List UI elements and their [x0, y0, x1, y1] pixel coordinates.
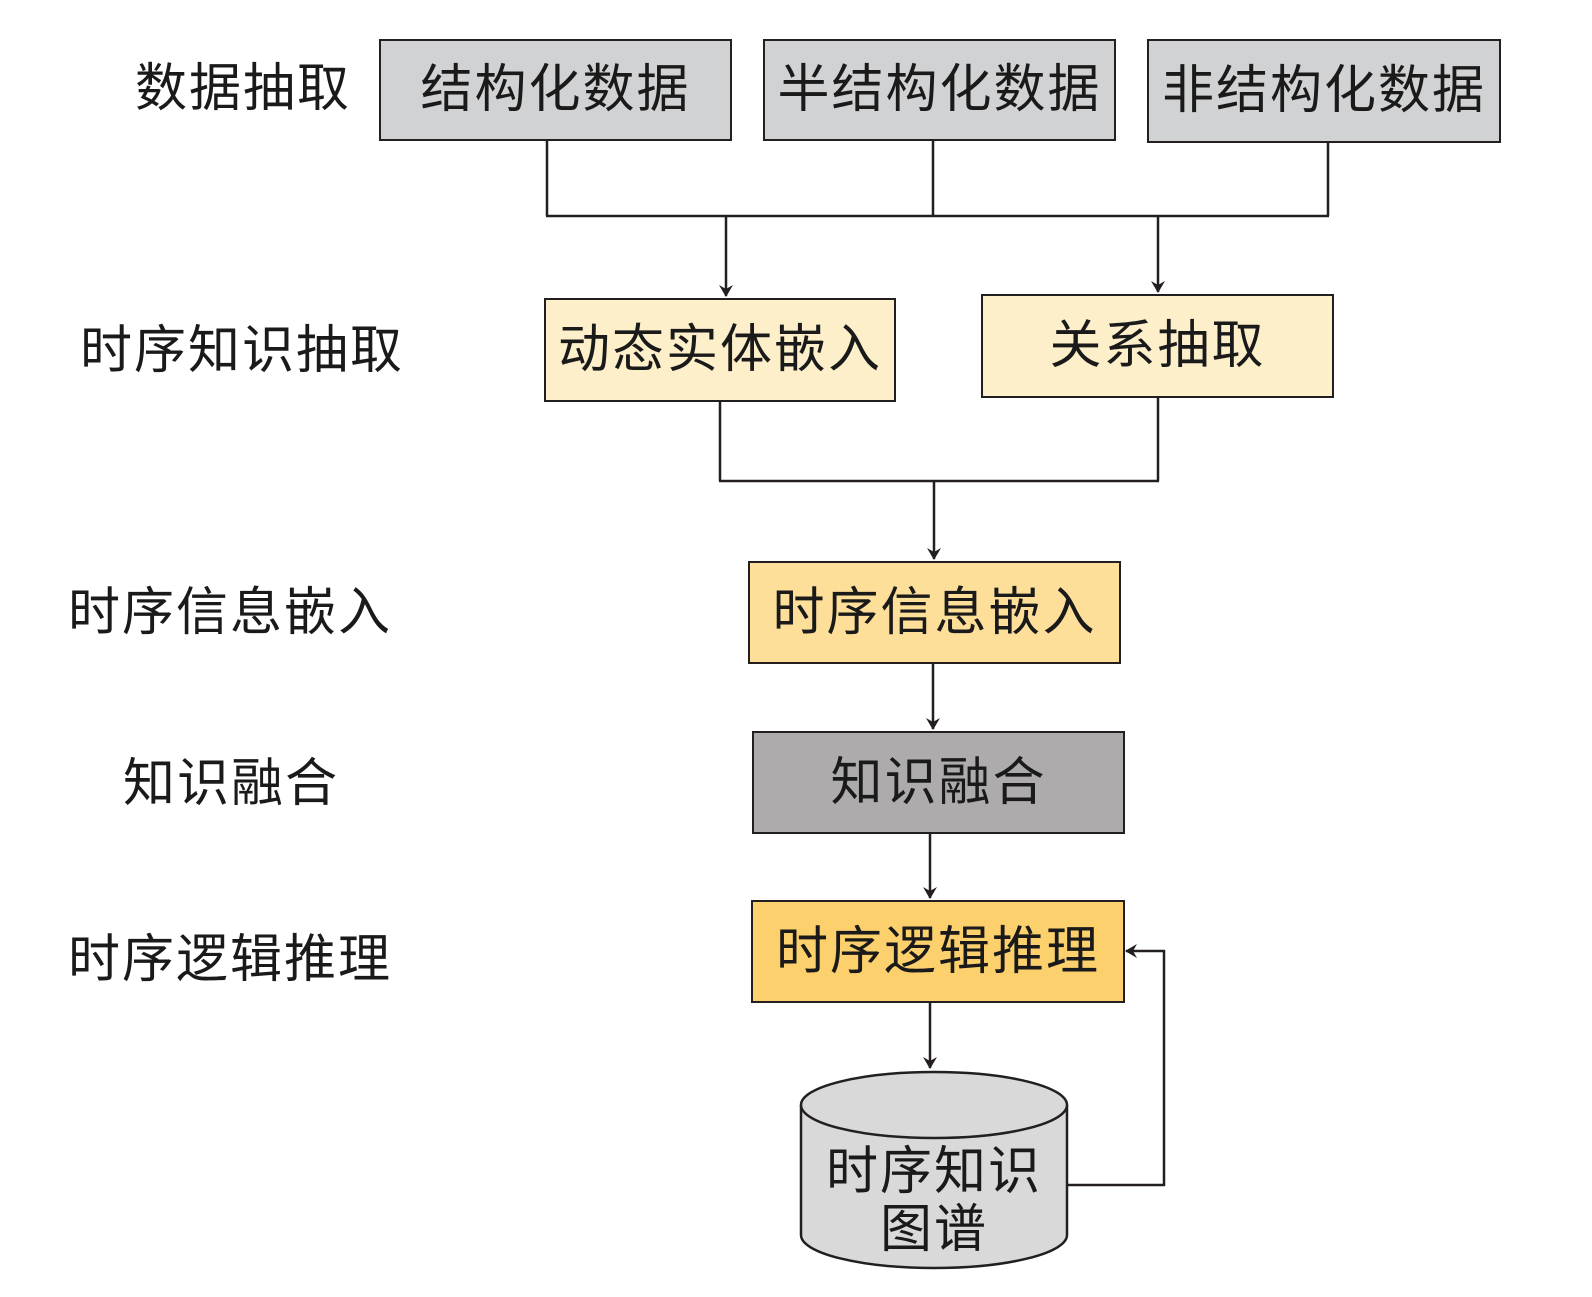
node-temporal-logic-reasoning: 时序逻辑推理	[751, 900, 1125, 1003]
stage-label-temporal-knowledge-extraction: 时序知识抽取	[80, 321, 405, 381]
node-temporal-info-embedding: 时序信息嵌入	[748, 561, 1121, 664]
stage-label-knowledge-fusion: 知识融合	[123, 754, 340, 814]
node-structured-data: 结构化数据	[379, 39, 732, 141]
stage-label-data-extraction: 数据抽取	[135, 59, 352, 119]
node-knowledge-fusion: 知识融合	[752, 731, 1125, 834]
node-temporal-knowledge-graph: 时序知识 图谱	[801, 1142, 1067, 1261]
node-dynamic-entity-embedding: 动态实体嵌入	[544, 298, 896, 402]
node-unstructured-data: 非结构化数据	[1147, 39, 1501, 143]
temporal-kg-label-line1: 时序知识	[825, 1142, 1042, 1202]
stage-label-temporal-info-embedding: 时序信息嵌入	[68, 583, 393, 643]
feedback-arrow-kg-to-reasoning	[1067, 944, 1166, 1187]
temporal-kg-label-line2: 图谱	[879, 1200, 988, 1261]
node-relation-extraction: 关系抽取	[981, 294, 1334, 398]
stage-label-temporal-logic-reasoning: 时序逻辑推理	[68, 930, 393, 990]
node-semi-structured-data: 半结构化数据	[763, 39, 1116, 141]
temporal-kg-database-shape	[799, 1070, 1069, 1270]
